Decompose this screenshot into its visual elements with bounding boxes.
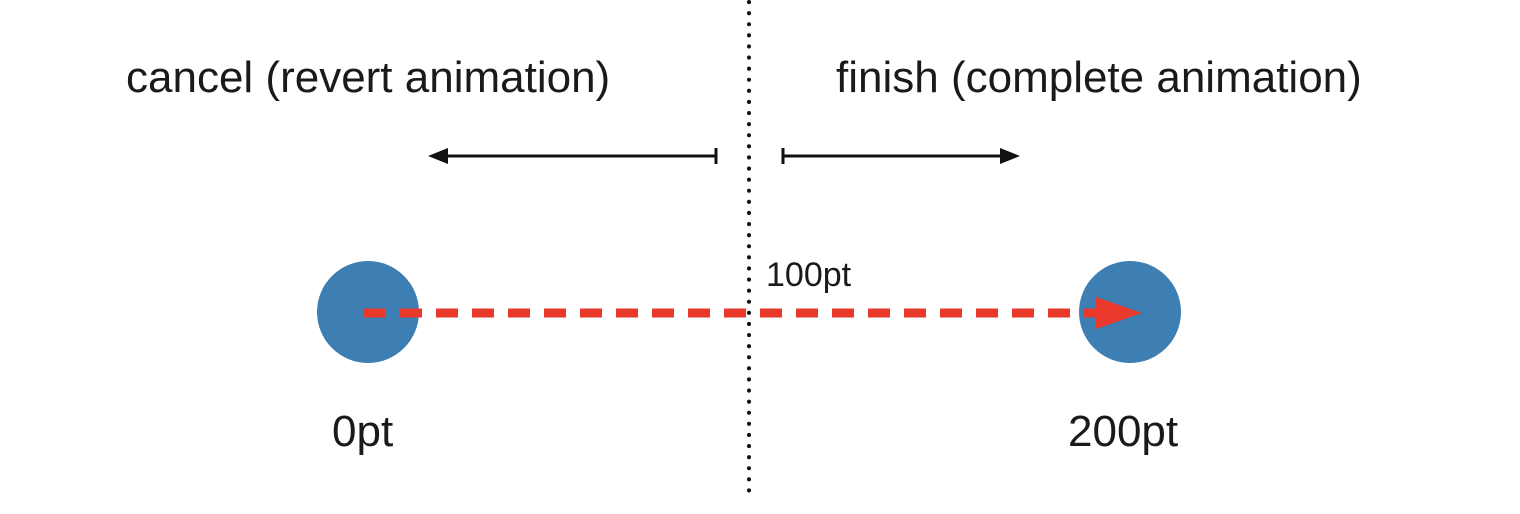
- finish-label: finish (complete animation): [836, 53, 1362, 102]
- animation-path-arrowhead: [1096, 297, 1142, 329]
- midpoint-label: 100pt: [766, 256, 852, 294]
- cancel-arrow: [428, 148, 718, 164]
- cancel-label: cancel (revert animation): [126, 53, 611, 102]
- finish-arrow: [781, 148, 1020, 164]
- start-position-label: 0pt: [332, 407, 394, 456]
- end-position-label: 200pt: [1068, 407, 1179, 456]
